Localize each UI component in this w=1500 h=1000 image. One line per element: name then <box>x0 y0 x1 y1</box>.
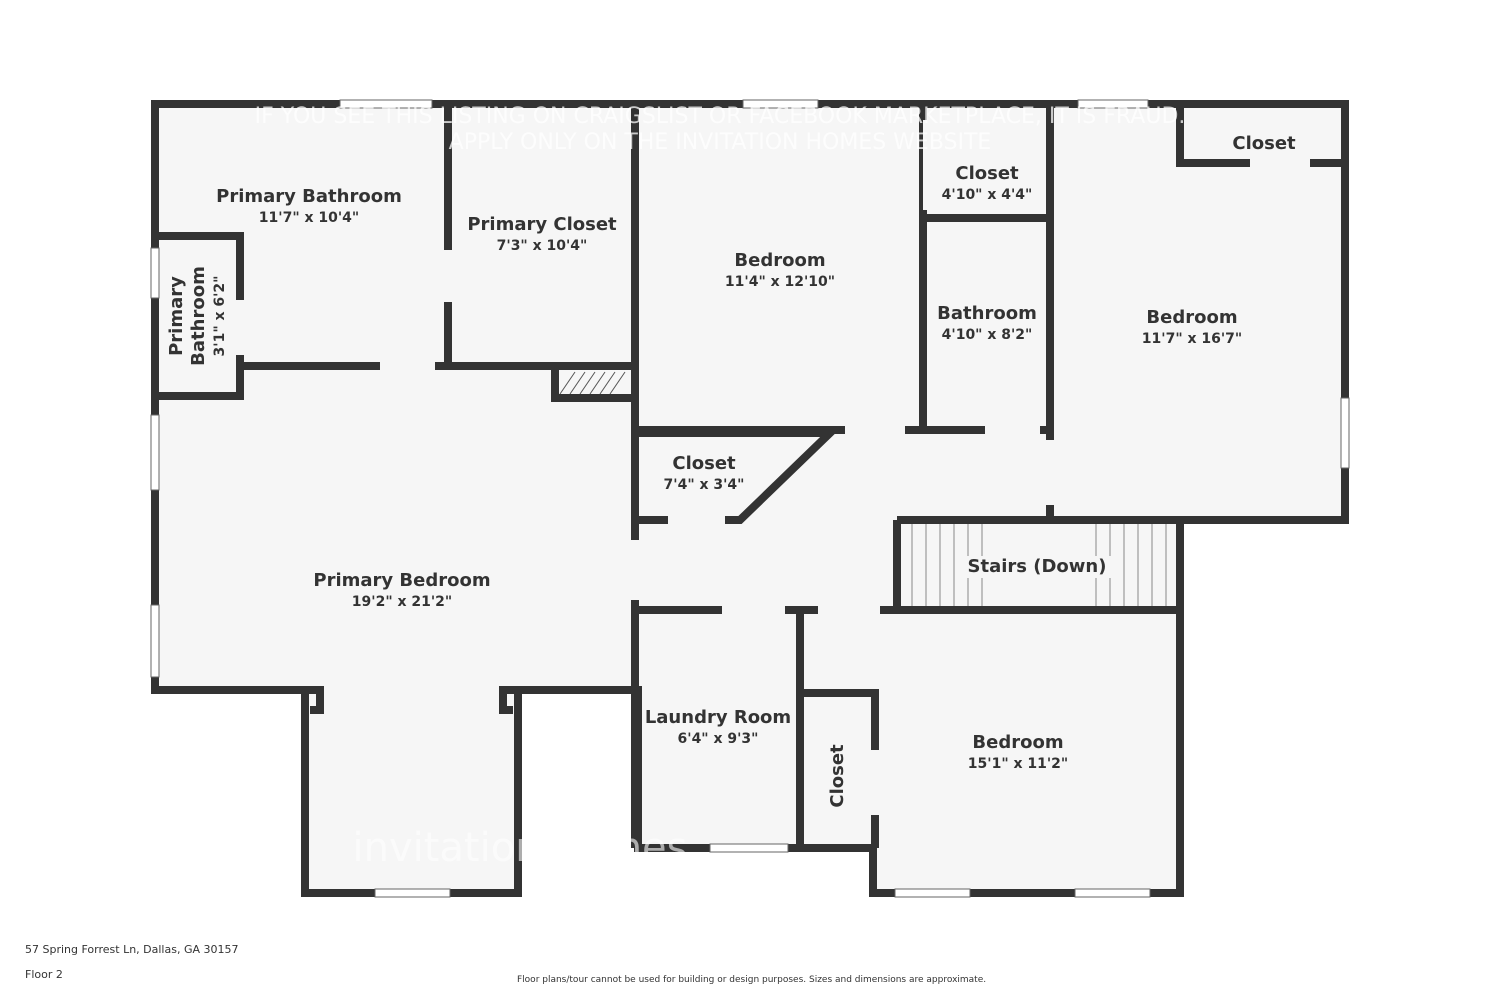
floor-label: Floor 2 <box>25 968 63 981</box>
address: 57 Spring Forrest Ln, Dallas, GA 30157 <box>25 943 239 956</box>
watermark-line1: IF YOU SEE THIS LISTING ON CRAIGSLIST OR… <box>254 104 1186 129</box>
disclaimer: Floor plans/tour cannot be used for buil… <box>517 975 987 985</box>
watermark-line2: APPLY ONLY ON THE INVITATION HOMES WEBSI… <box>448 130 992 155</box>
hatched-chase <box>559 371 626 395</box>
room-closet-4: Closet <box>827 744 848 808</box>
watermark-logo: invitation homes <box>352 825 688 871</box>
windows <box>150 99 1350 898</box>
room-closet-2: Closet <box>1232 133 1296 154</box>
room-stairs: Stairs (Down) <box>963 556 1111 578</box>
stairs <box>911 524 1167 606</box>
doors-openings <box>235 120 1310 815</box>
